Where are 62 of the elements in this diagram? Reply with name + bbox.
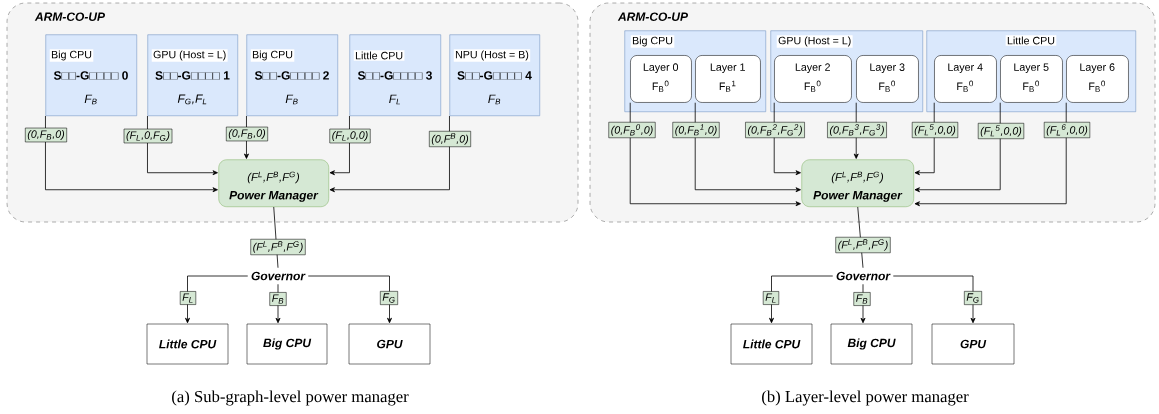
layer-box: Layer 5 F$_{B}$0 [1000,55,1063,103]
layer-box: Layer 3 F$_{B}$0 [856,55,919,103]
edge-label: F$_{G}$ [964,291,982,305]
arrow [860,283,866,324]
arrow [853,102,859,159]
subfigure-caption: (a) Sub-graph-level power manager [172,390,409,406]
device-box: GPU [931,323,1015,365]
edge-label: F$_{G}$ [380,291,398,305]
edge-label: (0,F$_{B}$$^{2}$,F$_{G}$$^{2}$) [745,121,805,139]
device-box: Little CPU [730,323,813,365]
device-box: Big CPU [246,323,328,365]
edge-label: F$_{B}$ [853,292,871,306]
edge-label: (F$_{L}$$^{5}$,0,0) [911,122,959,138]
subgraph-box: Little CPU S□□-G□□□□ 3 F$_{L}$ [349,34,441,116]
device-box: Little CPU [146,323,229,365]
arrow [45,115,218,193]
arrow [329,115,350,176]
edge-label: F$_{L}$ [762,291,780,305]
subgraph-box: GPU (Host = L) S□□-G□□□□ 1 F$_{G}$,F$_{L}$ [147,34,238,116]
governor-text: Governor [836,271,891,281]
layer-box: Layer 1 F$_{B}$1 [695,55,761,103]
arrow [329,115,450,193]
governor-text: Governor [251,271,306,281]
edge-label: (0,F$_{B}$,0) [226,126,268,142]
power-manager-box: (F$^{L}$,F$^{B}$,F$^{G}$) Power Manager [801,159,914,207]
arrow [694,102,801,193]
subfigure-caption: (b) Layer-level power manager [762,390,969,406]
edge-label: (F$_{L}$,0,F$_{G}$) [123,128,173,144]
edge-label: F$_{L}$ [179,291,197,305]
layer-box: Layer 0 F$_{B}$0 [630,55,692,103]
arrow [773,102,801,176]
subgraph-box: Big CPU S□□-G□□□□ 2 F$_{B}$ [246,34,338,116]
edge-label: (0,F$_{B}$$^{3}$,F$_{G}$$^{3}$) [827,121,887,139]
edge-label: (F$_{L}$$^{5}$,0,0) [977,123,1025,139]
edge-label: (0,F$_{B}$$^{1}$,0) [672,122,720,138]
edge-label: (F$^{L}$,F$^{B}$,F$^{G}$) [250,238,306,256]
arrow [914,102,1001,193]
arrow [307,275,392,324]
arrow [275,283,281,324]
device-box: GPU [348,323,431,365]
arrow [185,275,249,324]
layer-box: Layer 4 F$_{B}$0 [934,55,997,103]
arrow [769,275,834,324]
subgraph-box: NPU (Host = B) S□□-G□□□□ 4 F$_{B}$ [449,34,540,116]
arrow [244,115,249,159]
device-box: Big CPU [830,323,913,365]
edge-label: (0,F$_{B}$$^{0}$,0) [608,121,656,139]
arrow [147,115,218,176]
arrow [914,102,1067,207]
power-manager-box: (F$^{L}$,F$^{B}$,F$^{G}$) Power Manager [218,159,329,207]
edge-label: F$_{B}$ [269,292,287,306]
edge-label: (F$^{L}$,F$^{B}$,F$^{G}$) [835,236,891,254]
edge-label: (F$_{L}$$^{6}$,0,0) [1043,121,1091,139]
edge-label: (0,F$^{B}$,0) [429,131,471,147]
arrow [629,102,801,207]
edge-label: (0,F$_{B}$,0) [25,127,67,143]
layer-box: Layer 2 F$_{B}$0 [774,55,852,103]
arrow [892,275,976,324]
edge-label: (F$_{L}$,0,0) [329,128,371,144]
subgraph-box: Big CPU S□□-G□□□□ 0 F$_{B}$ [45,34,137,116]
layer-box: Layer 6 F$_{B}$0 [1066,55,1129,103]
arrow [914,102,935,176]
